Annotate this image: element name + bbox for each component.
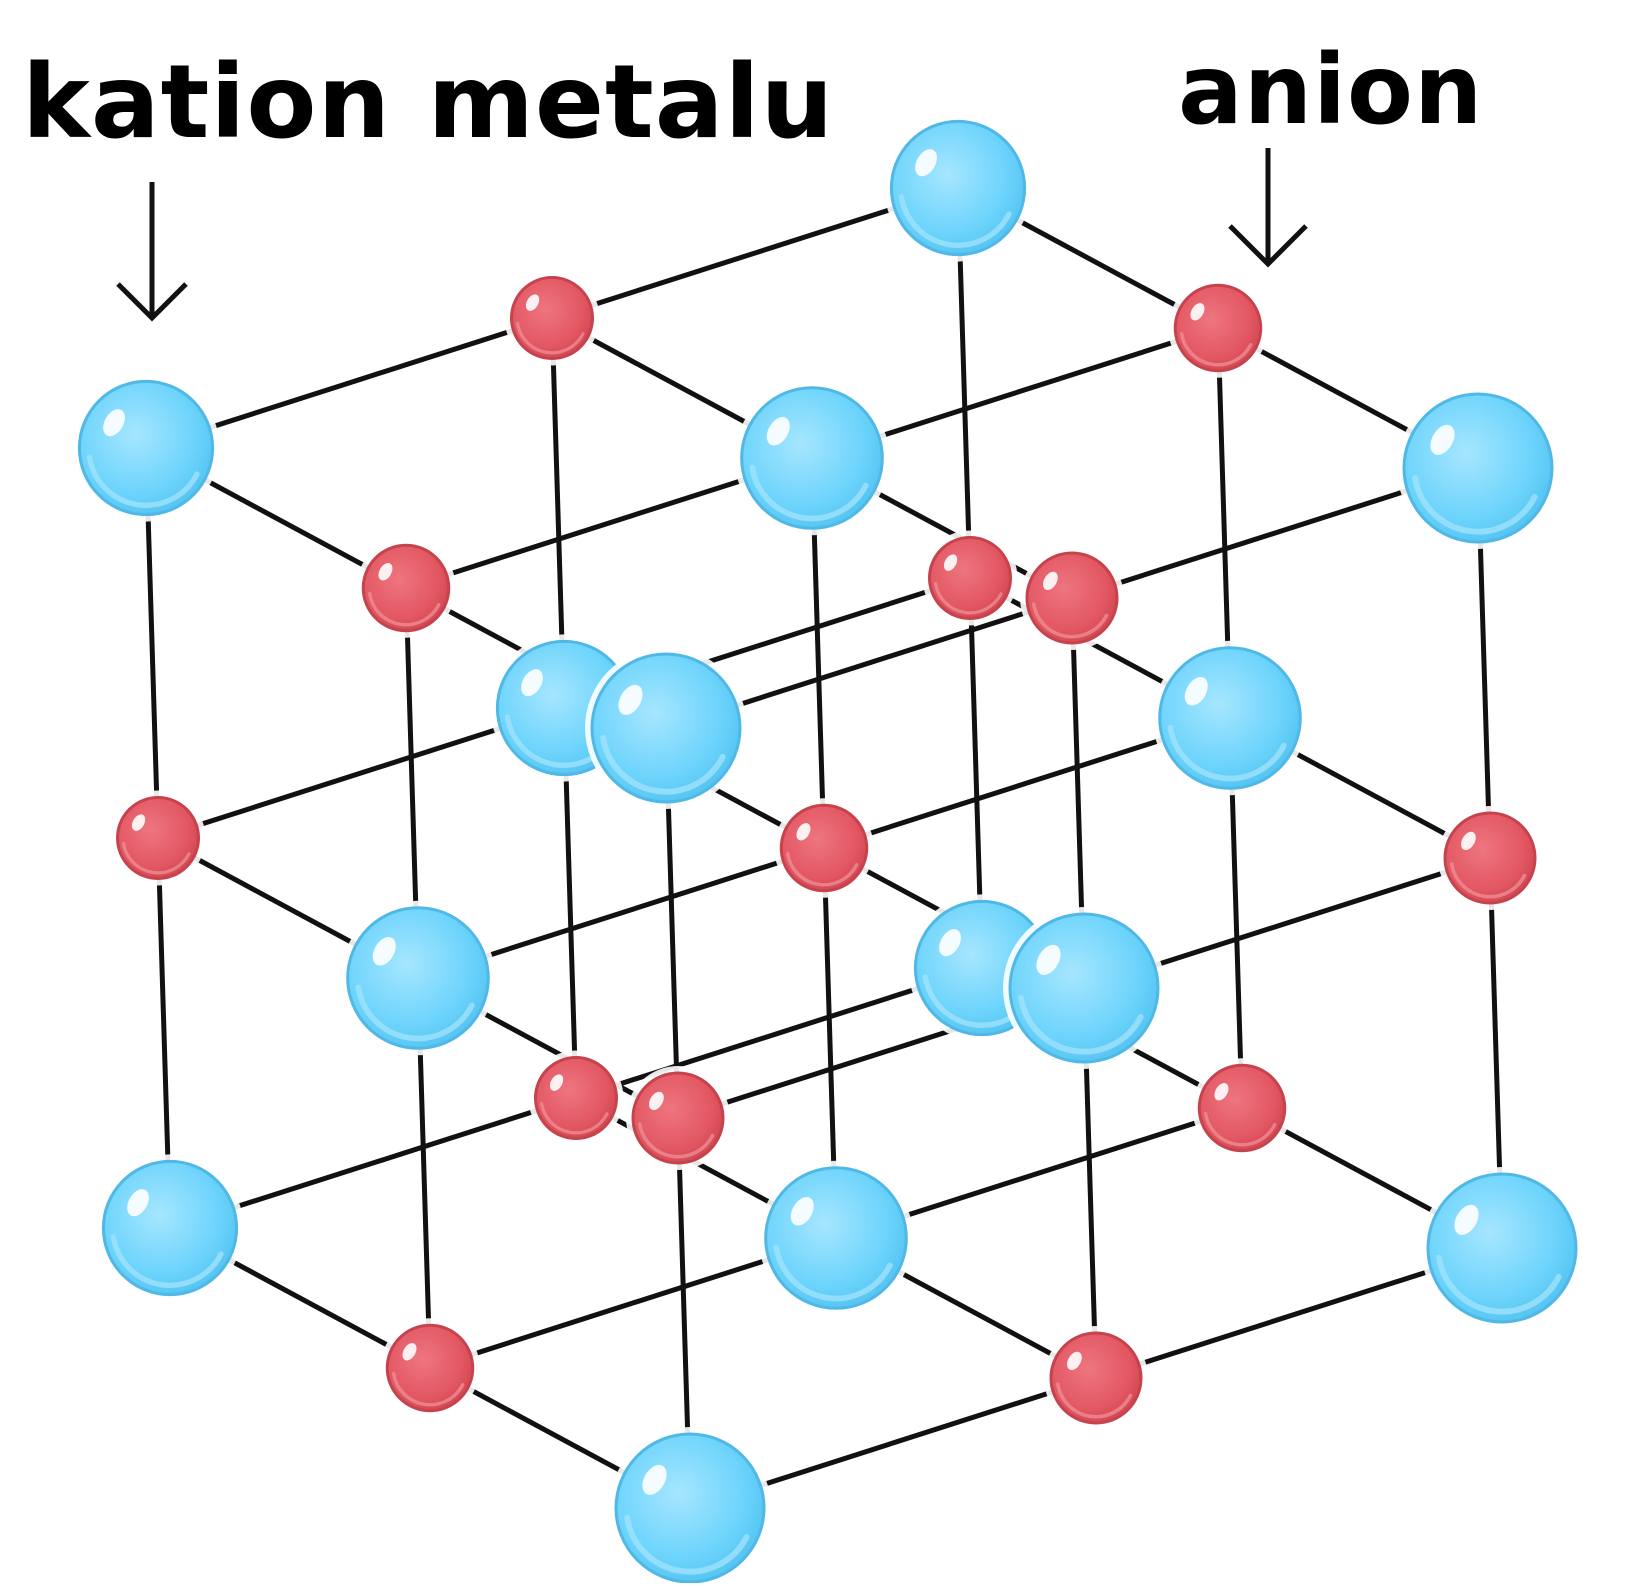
anion-sphere [1438, 806, 1542, 910]
anion-sphere [626, 1066, 730, 1170]
anion-sphere [380, 1318, 480, 1418]
anion-label: anion [1178, 34, 1484, 146]
cation-sphere [340, 900, 496, 1056]
cation-sphere [72, 374, 220, 522]
anion-sphere [110, 790, 206, 886]
anion-sphere [922, 530, 1018, 626]
arrow-to-anion [1228, 148, 1308, 268]
cation-sphere [1421, 1167, 1583, 1329]
anion-sphere [774, 798, 874, 898]
anion-sphere [504, 270, 600, 366]
arrow-to-cation [116, 182, 188, 322]
cation-sphere [1397, 387, 1559, 549]
anion-sphere [1192, 1058, 1292, 1158]
cation-sphere [96, 1154, 244, 1302]
atoms-group [72, 114, 1583, 1588]
cation-sphere [609, 1427, 771, 1588]
cation-sphere [1003, 907, 1165, 1069]
anion-sphere [1020, 546, 1124, 650]
anion-sphere [1168, 278, 1268, 378]
cation-label: kation metalu [22, 43, 835, 162]
arrows-group [116, 148, 1308, 322]
cation-sphere [884, 114, 1032, 262]
anion-sphere [356, 538, 456, 638]
cation-sphere [585, 647, 747, 809]
cation-sphere [1152, 640, 1308, 796]
cation-sphere [758, 1160, 914, 1316]
anion-sphere [528, 1050, 624, 1146]
anion-sphere [1044, 1326, 1148, 1430]
cation-sphere [734, 380, 890, 536]
